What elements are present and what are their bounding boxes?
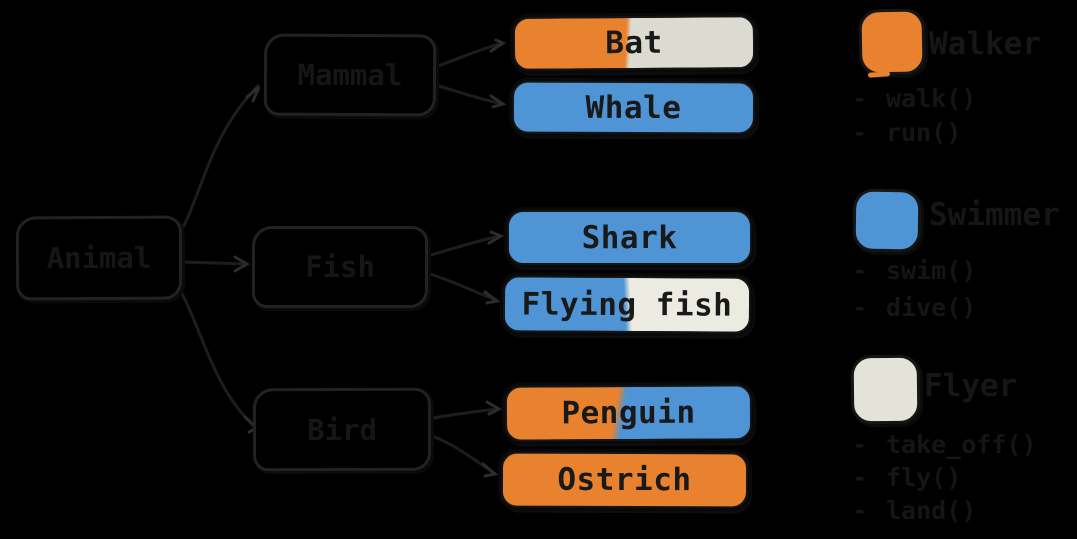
edge-fish-shark bbox=[422, 234, 502, 259]
leaf-penguin: Penguin bbox=[504, 384, 753, 442]
method-text: land() bbox=[886, 496, 977, 525]
edge-mammal-bat bbox=[430, 41, 504, 70]
edge-animal-fish bbox=[180, 260, 248, 266]
arrowhead-fish bbox=[233, 255, 250, 273]
edge-mammal-whale bbox=[430, 82, 504, 106]
edge-bird-ostrich bbox=[425, 432, 496, 475]
arrowhead-shark bbox=[487, 230, 505, 245]
leaf-shark: Shark bbox=[507, 210, 752, 265]
node-fish-label: Fish bbox=[305, 250, 375, 284]
edge-animal-bird bbox=[174, 280, 258, 430]
method-text: swim() bbox=[886, 256, 977, 285]
legend-method-walker-2: - run() bbox=[852, 118, 961, 147]
legend-label-walker: Walker bbox=[929, 26, 1041, 62]
legend-method-swimmer-1: - swim() bbox=[852, 256, 976, 285]
node-bird-label: Bird bbox=[307, 412, 377, 447]
arrowhead-whale bbox=[489, 94, 507, 109]
method-text: take_off() bbox=[886, 430, 1037, 459]
bullet-dash: - bbox=[852, 463, 868, 492]
method-text: run() bbox=[886, 118, 962, 147]
leaf-bat-label: Bat bbox=[605, 24, 663, 62]
edge-fish-flyingfish bbox=[422, 270, 498, 302]
legend-method-flyer-1: - take_off() bbox=[852, 430, 1037, 459]
legend-swatch-swimmer bbox=[852, 188, 922, 253]
legend-method-flyer-3: - land() bbox=[852, 496, 976, 525]
node-animal-label: Animal bbox=[46, 240, 152, 276]
node-animal: Animal bbox=[15, 215, 183, 301]
arrowhead-penguin bbox=[485, 400, 503, 416]
leaf-penguin-label: Penguin bbox=[561, 394, 696, 432]
arrowhead-mammal bbox=[245, 85, 261, 103]
arrowhead-ostrich bbox=[481, 462, 499, 478]
legend-swatch-flyer bbox=[850, 354, 921, 425]
edge-bird-penguin bbox=[425, 407, 500, 421]
legend-method-flyer-2: - fly() bbox=[852, 463, 961, 492]
bullet-dash: - bbox=[852, 84, 868, 113]
edge-animal-mammal bbox=[174, 84, 260, 242]
leaf-whale-label: Whale bbox=[585, 89, 682, 126]
legend-method-swimmer-2: - dive() bbox=[852, 293, 976, 322]
node-fish: Fish bbox=[252, 226, 428, 308]
method-text: fly() bbox=[886, 463, 962, 492]
leaf-flying-fish-label: Flying fish bbox=[521, 285, 733, 324]
leaf-shark-label: Shark bbox=[581, 219, 678, 256]
leaf-ostrich-label: Ostrich bbox=[557, 461, 692, 499]
legend-label-swimmer: Swimmer bbox=[929, 197, 1060, 233]
bullet-dash: - bbox=[852, 118, 868, 147]
leaf-bat: Bat bbox=[512, 15, 756, 71]
leaf-flying-fish: Flying fish bbox=[502, 275, 752, 334]
node-bird: Bird bbox=[252, 387, 432, 472]
arrowhead-bat bbox=[489, 38, 507, 53]
node-mammal-label: Mammal bbox=[297, 57, 403, 93]
bullet-dash: - bbox=[852, 256, 868, 285]
legend-label-flyer: Flyer bbox=[924, 368, 1018, 404]
leaf-whale: Whale bbox=[511, 80, 756, 135]
legend-method-walker-1: - walk() bbox=[852, 84, 976, 113]
legend-swatch-walker bbox=[858, 8, 926, 76]
method-text: walk() bbox=[886, 84, 977, 113]
node-mammal: Mammal bbox=[263, 33, 437, 117]
leaf-ostrich: Ostrich bbox=[500, 451, 749, 509]
bullet-dash: - bbox=[852, 430, 868, 459]
bullet-dash: - bbox=[852, 496, 868, 525]
bullet-dash: - bbox=[852, 293, 868, 322]
method-text: dive() bbox=[886, 293, 977, 322]
arrowhead-flyingfish bbox=[483, 290, 501, 305]
